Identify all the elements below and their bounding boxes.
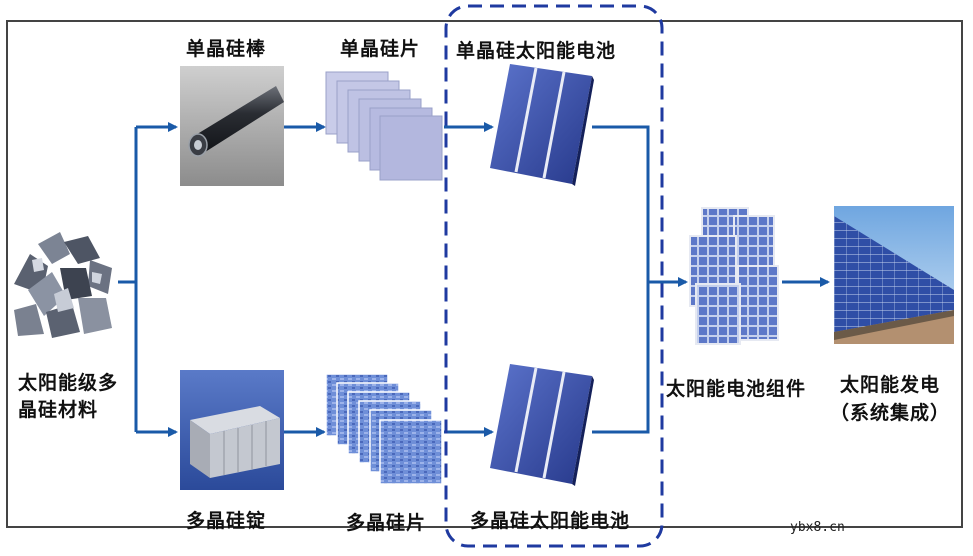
mono-rod-label: 单晶硅棒 <box>186 38 267 60</box>
mono-wafer-image <box>325 71 443 181</box>
power-plant-image <box>834 206 954 344</box>
mono-wafer-label: 单晶硅片 <box>340 38 421 60</box>
poly-cell-label: 多晶硅太阳能电池 <box>470 510 631 532</box>
module-image <box>689 207 779 345</box>
diagram-frame <box>6 20 963 528</box>
raw-material-label-line1: 太阳能级多 <box>18 372 119 394</box>
poly-wafer-image <box>325 373 443 485</box>
raw-silicon-image <box>8 224 118 342</box>
mono-cell-image <box>490 64 594 186</box>
raw-material-label-line2: 晶硅材料 <box>18 399 99 421</box>
module-label: 太阳能电池组件 <box>666 378 807 400</box>
watermark-text: ybx8.cn <box>790 520 845 535</box>
poly-ingot-image <box>180 370 284 490</box>
poly-ingot-label: 多晶硅锭 <box>186 510 267 532</box>
mono-rod-image <box>180 66 284 186</box>
cells-dashed-box <box>444 4 664 548</box>
connector-poly-cell-merge <box>592 282 650 434</box>
mono-cell-label: 单晶硅太阳能电池 <box>456 40 617 62</box>
poly-wafer-label: 多晶硅片 <box>346 512 427 534</box>
power-label-line1: 太阳能发电 <box>840 374 941 396</box>
connector-mono-cell-merge <box>592 125 650 282</box>
power-label-line2: （系统集成） <box>830 402 951 424</box>
poly-cell-image <box>490 364 594 486</box>
